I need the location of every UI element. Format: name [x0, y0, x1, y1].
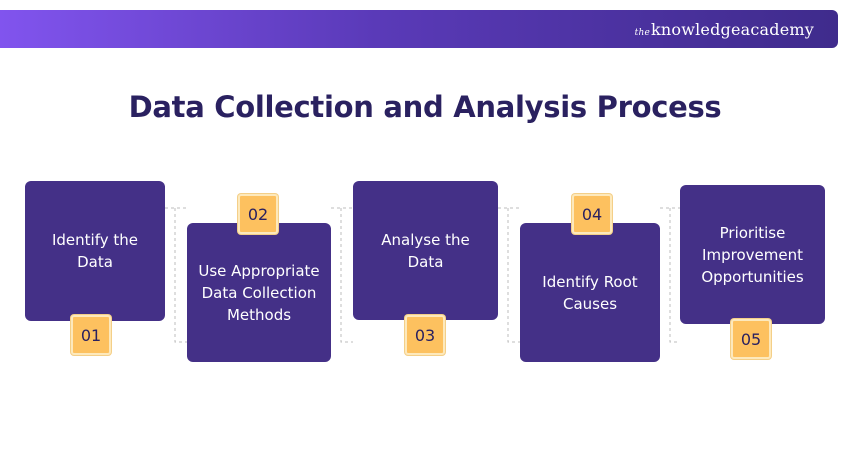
step-4-number-badge: 04: [572, 194, 612, 234]
step-1-number-badge: 01: [71, 315, 111, 355]
brand-logo: theknowledgeacademy: [635, 20, 814, 39]
brand-name: knowledgeacademy: [650, 20, 814, 39]
connector-3-4: [498, 207, 520, 343]
step-5-number-badge: 05: [731, 319, 771, 359]
step-5-box: Prioritise Improvement Opportunities: [680, 185, 825, 324]
step-3-label: Analyse the Data: [381, 230, 470, 271]
brand-prefix: the: [634, 28, 650, 38]
connector-2-3: [331, 207, 353, 343]
step-1-box: Identify the Data: [25, 181, 165, 321]
header-banner: theknowledgeacademy: [0, 10, 838, 48]
step-5-label: Prioritise Improvement Opportunities: [701, 223, 804, 286]
page-title: Data Collection and Analysis Process: [128, 90, 722, 124]
step-4-label: Identify Root Causes: [542, 272, 638, 313]
step-3-box: Analyse the Data: [353, 181, 498, 320]
step-3-number-badge: 03: [405, 315, 445, 355]
step-4-box: Identify Root Causes: [520, 223, 660, 362]
step-2-label: Use Appropriate Data Collection Methods: [198, 261, 320, 324]
connector-4-5: [660, 207, 680, 343]
step-1-label: Identify the Data: [51, 231, 138, 271]
connector-1-2: [165, 207, 187, 343]
step-2-number-badge: 02: [238, 194, 278, 234]
step-2-box: Use Appropriate Data Collection Methods: [187, 223, 331, 362]
